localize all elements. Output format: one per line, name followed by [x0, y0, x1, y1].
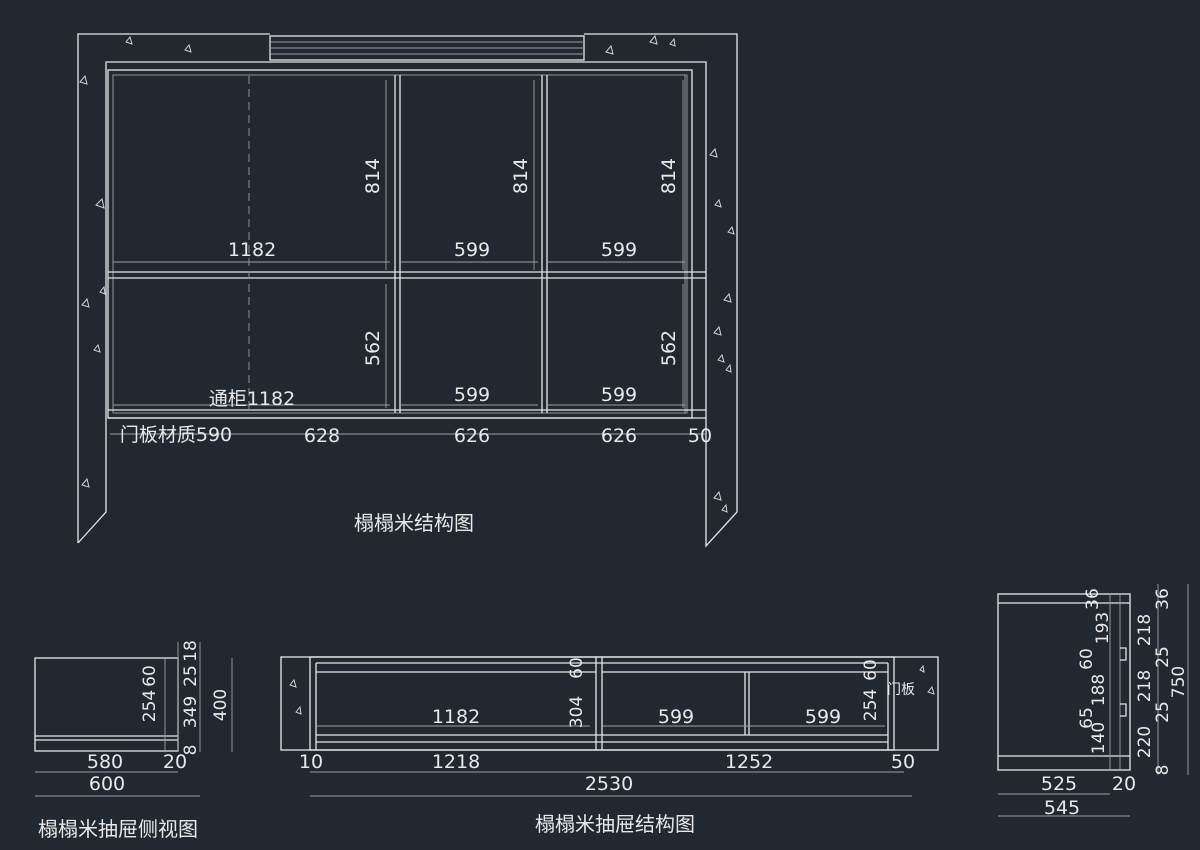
side-dim-254: 254: [140, 690, 160, 722]
struct-door-panel: 门板: [887, 682, 915, 698]
side-elevation: 36 193 60 188 65 140 36 218 25 218 25 22…: [997, 584, 1189, 819]
dim-626-b: 626: [601, 425, 637, 447]
struct-dim-1252: 1252: [725, 751, 773, 773]
side-dim-20: 20: [163, 751, 187, 773]
struct-dim-60-a: 60: [567, 657, 587, 679]
dim-1182-top: 1182: [228, 239, 276, 261]
elev-dim-20: 20: [1112, 773, 1136, 795]
caption-main-structure: 榻榻米结构图: [354, 511, 474, 535]
elev-dim-25-a: 25: [1153, 646, 1173, 668]
struct-dim-599-a: 599: [658, 706, 694, 728]
struct-dim-60-b: 60: [861, 659, 881, 681]
elev-dim-193: 193: [1093, 612, 1113, 644]
elev-dim-545: 545: [1044, 797, 1080, 819]
side-dim-60: 60: [140, 665, 160, 687]
side-dim-8: 8: [181, 745, 201, 756]
dim-599-top-a: 599: [454, 239, 490, 261]
elev-dim-220: 220: [1135, 726, 1155, 758]
dim-814-c: 814: [658, 158, 680, 194]
wall-hatch: [79, 34, 735, 513]
dim-599-bottom-b: 599: [601, 384, 637, 406]
side-dim-18: 18: [181, 640, 201, 662]
struct-dim-50: 50: [891, 751, 915, 773]
dim-814-a: 814: [362, 158, 384, 194]
dim-599-top-b: 599: [601, 239, 637, 261]
dim-626-a: 626: [454, 425, 490, 447]
elev-dim-140: 140: [1089, 722, 1109, 754]
side-dim-580: 580: [87, 751, 123, 773]
dim-628: 628: [304, 425, 340, 447]
side-dim-600: 600: [89, 773, 125, 795]
dim-562-a: 562: [362, 330, 384, 366]
main-structure: 1182 599 599 814 814 814 562 562 通柜1182 …: [77, 33, 738, 548]
side-dim-400: 400: [211, 689, 231, 721]
elev-dim-218-b: 218: [1135, 670, 1155, 702]
elev-dim-750: 750: [1169, 666, 1189, 698]
wall-outline: [77, 33, 738, 548]
side-dim-25: 25: [181, 665, 201, 687]
struct-dim-2530: 2530: [585, 773, 633, 795]
elev-dim-525: 525: [1041, 773, 1077, 795]
drawer-side-view: 60 254 18 25 349 400 8 580 20 600 榻榻米抽屉侧…: [34, 640, 233, 841]
struct-dim-10: 10: [299, 751, 323, 773]
caption-drawer-structure: 榻榻米抽屉结构图: [535, 812, 695, 836]
elev-dim-8: 8: [1153, 765, 1173, 776]
drawer-structure: 1182 599 599 60 304 60 254 门板 10 1218 12…: [280, 656, 939, 836]
struct-dim-254: 254: [861, 689, 881, 721]
struct-dim-1182: 1182: [432, 706, 480, 728]
dim-599-bottom-a: 599: [454, 384, 490, 406]
dim-562-b: 562: [658, 330, 680, 366]
struct-dim-304: 304: [567, 696, 587, 728]
elev-dim-36-b: 36: [1153, 588, 1173, 610]
side-dim-349: 349: [181, 696, 201, 728]
struct-dim-1218: 1218: [432, 751, 480, 773]
caption-drawer-side: 榻榻米抽屉侧视图: [38, 817, 198, 841]
elev-dim-65: 65: [1077, 707, 1097, 729]
elev-dim-25-b: 25: [1153, 701, 1173, 723]
dim-50: 50: [688, 425, 712, 447]
elev-dim-36-a: 36: [1083, 588, 1103, 610]
dim-door-material-590: 门板材质590: [120, 424, 232, 446]
dim-814-b: 814: [510, 158, 532, 194]
elev-dim-218-a: 218: [1135, 614, 1155, 646]
struct-dim-599-b: 599: [805, 706, 841, 728]
dim-through-cabinet-1182: 通柜1182: [209, 388, 295, 410]
elev-dim-188: 188: [1089, 674, 1109, 706]
elev-dim-60: 60: [1077, 648, 1097, 670]
